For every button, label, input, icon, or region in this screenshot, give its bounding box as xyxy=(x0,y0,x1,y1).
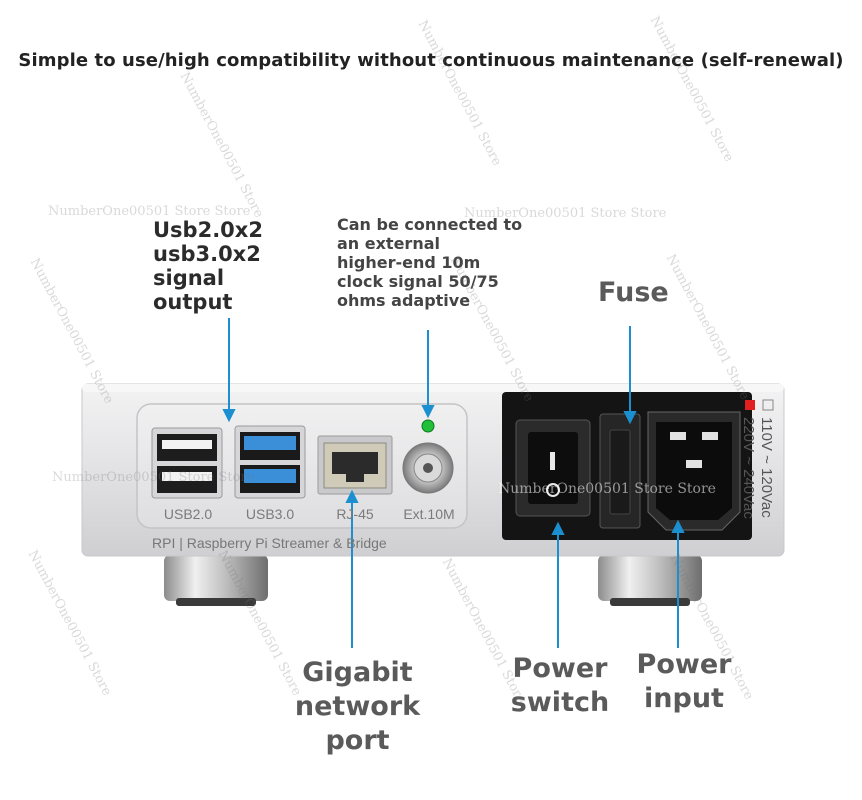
power-input-callout: Power input xyxy=(636,649,732,714)
ext10m-label: Ext.10M xyxy=(403,506,455,522)
usb2-label: USB2.0 xyxy=(163,506,213,522)
headline: Simple to use/high compatibility without… xyxy=(18,50,844,71)
power-switch-callout: Power switch xyxy=(510,653,610,718)
fuse-callout: Fuse xyxy=(598,277,669,308)
watermark: NumberOne00501 Store Store xyxy=(52,470,255,485)
usb-callout: Usb2.0x2 usb3.0x2 signal output xyxy=(153,218,263,314)
voltage-line-2: 220V ~ 240Vac xyxy=(740,417,757,519)
watermark: NumberOne00501 Store Store xyxy=(48,204,251,219)
usb3-label: USB3.0 xyxy=(245,506,295,522)
rj45-label: RJ-45 xyxy=(336,506,374,522)
voltage-line-1: 110V ~ 120Vac xyxy=(758,417,775,518)
clock-callout: Can be connected to an external higher-e… xyxy=(337,215,523,310)
iec-inlet xyxy=(647,411,741,531)
bnc-connector xyxy=(402,442,454,494)
device-feet xyxy=(164,555,702,606)
usb3-port xyxy=(234,425,306,499)
power-switch xyxy=(515,419,591,517)
watermark: NumberOne00501 Store Store xyxy=(464,206,667,221)
watermark: NumberOne00501 Store Store xyxy=(498,481,716,497)
rj45-port xyxy=(317,435,393,495)
fuse-holder xyxy=(599,413,641,529)
brand-line: RPI | Raspberry Pi Streamer & Bridge xyxy=(152,535,387,551)
network-callout: Gigabit network port xyxy=(294,657,421,756)
usb2-port xyxy=(151,427,223,499)
callout-arrows xyxy=(222,318,685,648)
